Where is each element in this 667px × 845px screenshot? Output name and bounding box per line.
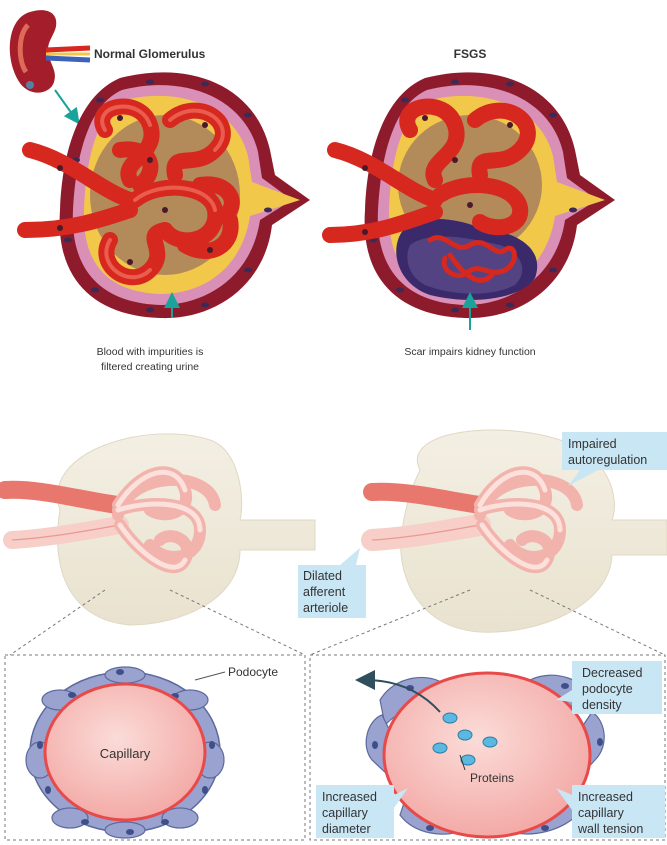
svg-text:capillary: capillary [578,806,625,820]
svg-text:wall tension: wall tension [577,822,643,836]
fsgs-glomerulus-illustration [330,72,615,330]
svg-text:Impaired: Impaired [568,437,617,451]
svg-text:Increased: Increased [322,790,377,804]
svg-text:Increased: Increased [578,790,633,804]
fsgs-caption: Scar impairs kidney function [404,346,535,358]
svg-text:podocyte: podocyte [582,682,633,696]
normal-glomerulus-diagram [5,434,315,840]
fsgs-title: FSGS [454,47,487,61]
svg-text:diameter: diameter [322,822,371,836]
proteins-label: Proteins [470,771,514,785]
svg-text:Decreased: Decreased [582,666,642,680]
svg-text:capillary: capillary [322,806,369,820]
svg-text:density: density [582,698,622,712]
capillary-label: Capillary [100,746,151,761]
callout-increased-tension: Increased capillary wall tension [556,785,665,838]
normal-caption-line1: Blood with impurities is [97,346,204,358]
dilated-capillary [384,673,590,837]
normal-glomerulus-title: Normal Glomerulus [94,47,206,61]
svg-text:arteriole: arteriole [303,601,348,615]
podocyte-label: Podocyte [228,665,278,679]
normal-caption-line2: filtered creating urine [101,361,199,373]
svg-text:autoregulation: autoregulation [568,453,647,467]
svg-text:afferent: afferent [303,585,346,599]
callout-dilated-afferent: Dilated afferent arteriole [298,548,366,618]
callout-impaired-autoregulation: Impaired autoregulation [562,432,667,486]
kidney-icon [10,10,90,118]
svg-text:Dilated: Dilated [303,569,342,583]
